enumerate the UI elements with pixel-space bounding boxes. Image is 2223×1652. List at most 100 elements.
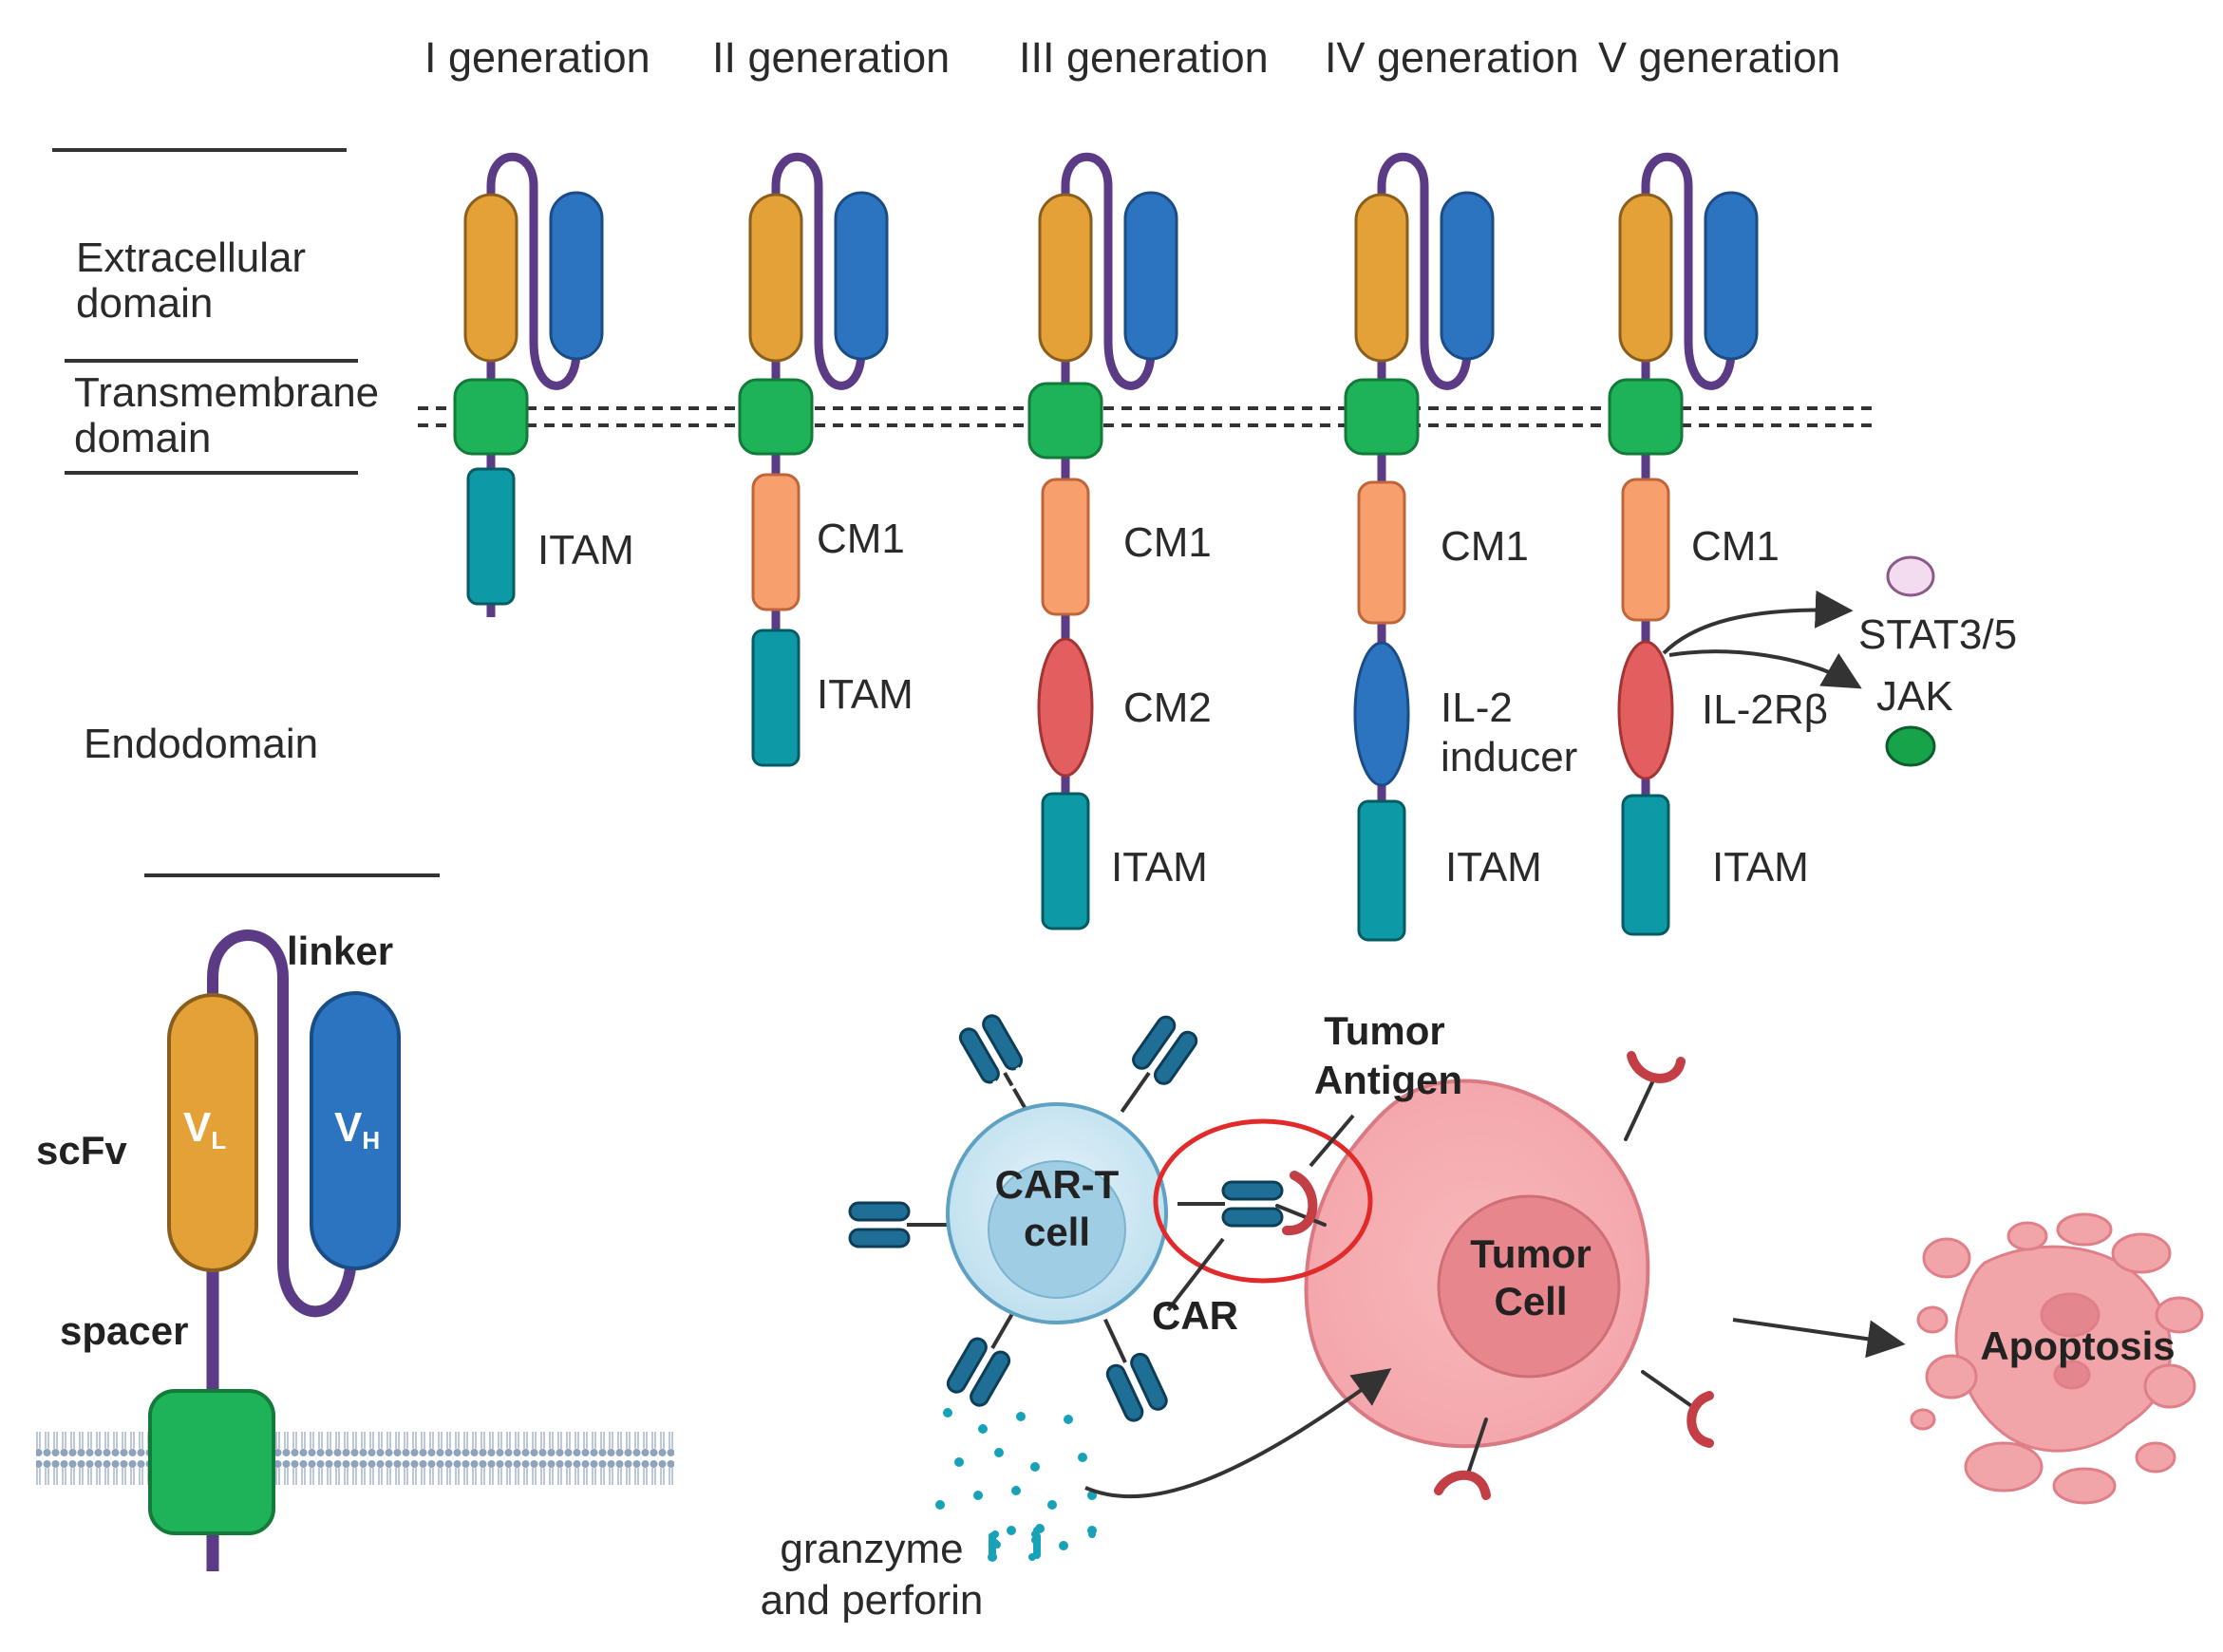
car-receptor-left [848, 1201, 954, 1248]
vh-domain [549, 191, 604, 361]
apoptotic-cell [1910, 1212, 2204, 1505]
antigen-stalk [1275, 1204, 1327, 1227]
jak-molecule-icon [1885, 725, 1936, 767]
tumor-nucleus [1437, 1194, 1621, 1379]
vh-label-main: V [334, 1104, 363, 1151]
car-receptors [848, 1014, 1284, 1422]
itam-label: ITAM [1111, 844, 1208, 891]
vl-domain [463, 193, 518, 363]
transmembrane-domain [1608, 378, 1684, 456]
tumor-antigens [1275, 1051, 1714, 1500]
antigen-pointer [1309, 1114, 1355, 1168]
generation-5-title: V generation [1598, 33, 1840, 82]
arrow-to-jak [1668, 649, 1862, 689]
itam-domain [1621, 794, 1670, 936]
car-generation-4: CM1 IL-2 inducer ITAM [1344, 152, 1577, 942]
il2-label: IL-2 [1441, 685, 1513, 731]
linker-label: linker [287, 929, 393, 973]
inducer-label: inducer [1441, 734, 1577, 780]
car-generation-3: CM1 CM2 ITAM [1027, 152, 1212, 930]
vh-domain [1123, 191, 1178, 361]
tumor-cell-label: Cell [1494, 1279, 1567, 1323]
tumor-antigen-label: Tumor [1324, 1008, 1445, 1053]
endodomain-label: Endodomain [84, 721, 318, 767]
itam-domain [751, 629, 801, 767]
car-pointer [1166, 1237, 1225, 1312]
linker-loop [771, 152, 866, 390]
linker-loop [207, 929, 357, 1318]
cm1-domain [1621, 478, 1670, 622]
itam-label: ITAM [817, 671, 914, 718]
stat-molecule-icon [1886, 555, 1935, 597]
fragment [1922, 1237, 1971, 1279]
cm1-label: CM1 [1123, 519, 1212, 566]
cell-label: cell [1024, 1210, 1090, 1254]
transmembrane-domain [738, 378, 814, 456]
cm2-domain [1037, 637, 1094, 778]
granzyme-arrow [1084, 1368, 1392, 1499]
antigen-center [1282, 1171, 1318, 1235]
cm1-label: CM1 [1441, 523, 1529, 570]
vh-domain [1704, 191, 1759, 361]
extracellular-label: Extracellular [76, 235, 306, 281]
itam-label: ITAM [1445, 844, 1542, 891]
linker-loop [486, 152, 581, 390]
car-t-nucleus [988, 1160, 1126, 1299]
car-generation-1: ITAM [453, 152, 634, 617]
itam-label: ITAM [1712, 844, 1809, 891]
car-generation-5: CM1 IL-2Rβ ITAM STAT3/5 JAK [1608, 152, 2017, 936]
car-generation-2: CM1 ITAM [738, 152, 914, 767]
vl-label-sub: L [211, 1126, 226, 1155]
itam-label: ITAM [537, 527, 634, 573]
perforin-label: and perforin [761, 1577, 984, 1624]
car-receptor-top-left [958, 1014, 1030, 1116]
generation-4-title: IV generation [1325, 33, 1579, 82]
scfv-label: scFv [36, 1128, 127, 1173]
apoptosis-arrow [1732, 1318, 1906, 1359]
stat-label: STAT3/5 [1858, 611, 2017, 658]
itam-domain [1041, 792, 1090, 930]
generation-2-title: II generation [712, 33, 950, 82]
vh-domain [834, 191, 889, 361]
generation-3-title: III generation [1019, 33, 1269, 82]
vl-domain-detail [167, 993, 258, 1272]
transmembrane-detail [148, 1389, 275, 1535]
linker-loop [1061, 152, 1156, 390]
apoptotic-nucleus [2040, 1292, 2101, 1338]
vl-domain [1618, 193, 1673, 363]
transmembrane-domain [453, 378, 529, 456]
domain-section-lines [52, 148, 440, 877]
extracellular-label-2: domain [76, 280, 213, 327]
binding-highlight-circle [1153, 1118, 1373, 1284]
linker-loop [1377, 152, 1472, 390]
granzyme-perforin-dots [935, 1408, 1097, 1562]
tumor-label: Tumor [1470, 1231, 1592, 1276]
vl-domain [748, 193, 803, 363]
car-label: CAR [1152, 1293, 1238, 1338]
granzyme-label: granzyme [780, 1526, 963, 1572]
il2rb-domain [1617, 640, 1674, 780]
vh-domain [1440, 191, 1495, 361]
il2rb-label: IL-2Rβ [1702, 686, 1828, 733]
antigen-right [1686, 1391, 1714, 1448]
cm1-domain [1041, 478, 1090, 616]
arrow-to-stat [1662, 590, 1854, 655]
car-structure-detail: VL VH linker scFv spacer [36, 929, 674, 1571]
apoptosis-label: Apoptosis [1980, 1323, 2175, 1368]
generation-1-title: I generation [424, 33, 650, 82]
vl-domain [1354, 193, 1409, 363]
car-receptor-right [1177, 1180, 1284, 1228]
car-t-mechanism: CAR-T cell Tumor Cell Tumor Antigen CAR [761, 1008, 2204, 1624]
vl-label-main: V [183, 1104, 212, 1151]
transmembrane-label-2: domain [74, 415, 211, 461]
cm1-domain [1357, 480, 1406, 625]
linker-loop [1641, 152, 1736, 390]
car-receptor-bottom-right [1103, 1318, 1168, 1422]
transmembrane-label: Transmembrane [74, 369, 379, 416]
transmembrane-domain [1344, 378, 1420, 456]
antigen-top [1627, 1051, 1686, 1083]
il2-inducer-domain [1353, 641, 1410, 787]
vh-label: VH [334, 1104, 380, 1155]
